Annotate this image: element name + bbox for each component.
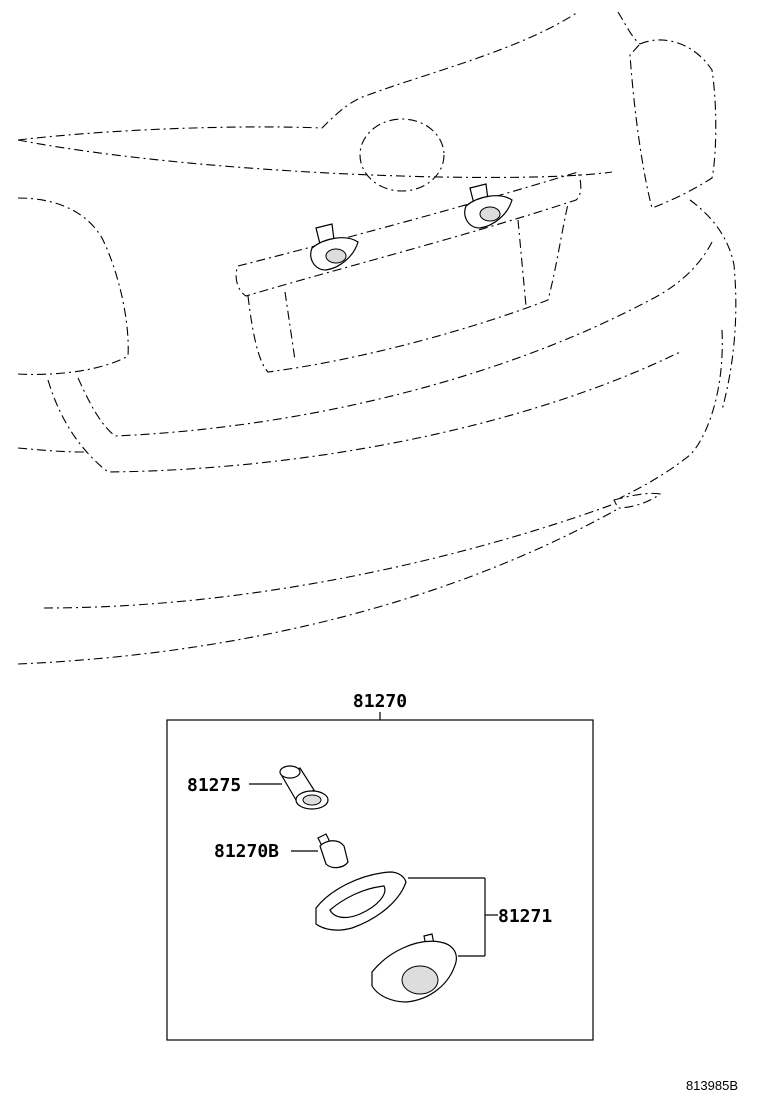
lens-gasket-label: 81271 [498, 906, 552, 927]
bulb-label: 81270B [214, 841, 279, 862]
reference-code: 813985B [686, 1078, 738, 1093]
vehicle-rear-outline [17, 11, 737, 665]
license-lamp-right [464, 183, 513, 229]
lens-gasket-part: 81271 [315, 871, 552, 1003]
socket-part: 81275 [187, 765, 329, 810]
license-lamp-left [310, 223, 359, 271]
assembly-box: 81270 [166, 691, 594, 1041]
socket-label: 81275 [187, 775, 241, 796]
assembly-label: 81270 [353, 691, 407, 712]
bulb-part: 81270B [214, 833, 349, 869]
